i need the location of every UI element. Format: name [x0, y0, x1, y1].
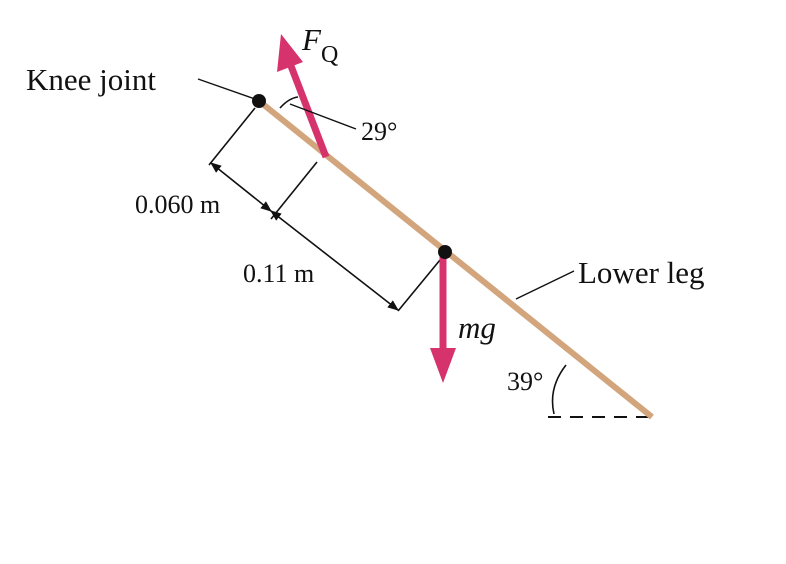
- force-angle-label: 29°: [361, 117, 397, 146]
- weight-label: mg: [458, 310, 496, 345]
- knee-joint-leader: [197, 78, 259, 101]
- dimension-extension-force: [270, 161, 318, 220]
- leg-angle-label: 39°: [507, 367, 543, 396]
- knee-joint-label: Knee joint: [26, 62, 156, 97]
- force-angle-leader: [289, 103, 357, 130]
- force-q-arrow-head: [277, 34, 303, 72]
- weight-arrow-head: [430, 348, 456, 383]
- dimension-line-0060: [210, 162, 272, 212]
- center-of-gravity-point: [438, 245, 452, 259]
- dimension-extension-knee: [208, 107, 256, 166]
- distance-knee-to-cg-label: 0.11 m: [243, 259, 314, 288]
- force-q-symbol: F: [301, 22, 322, 57]
- lower-leg-leader: [515, 270, 575, 300]
- dimension-line-011: [270, 210, 399, 311]
- distance-knee-to-force-label: 0.060 m: [135, 190, 220, 219]
- force-q-subscript: Q: [321, 42, 338, 68]
- knee-joint-point: [252, 94, 266, 108]
- dimension-extension-cg: [397, 259, 441, 312]
- lower-leg-label: Lower leg: [578, 255, 705, 290]
- leg-angle-arc: [551, 364, 567, 415]
- force-q-label: FQ: [301, 22, 338, 68]
- force-angle-arc: [279, 96, 299, 109]
